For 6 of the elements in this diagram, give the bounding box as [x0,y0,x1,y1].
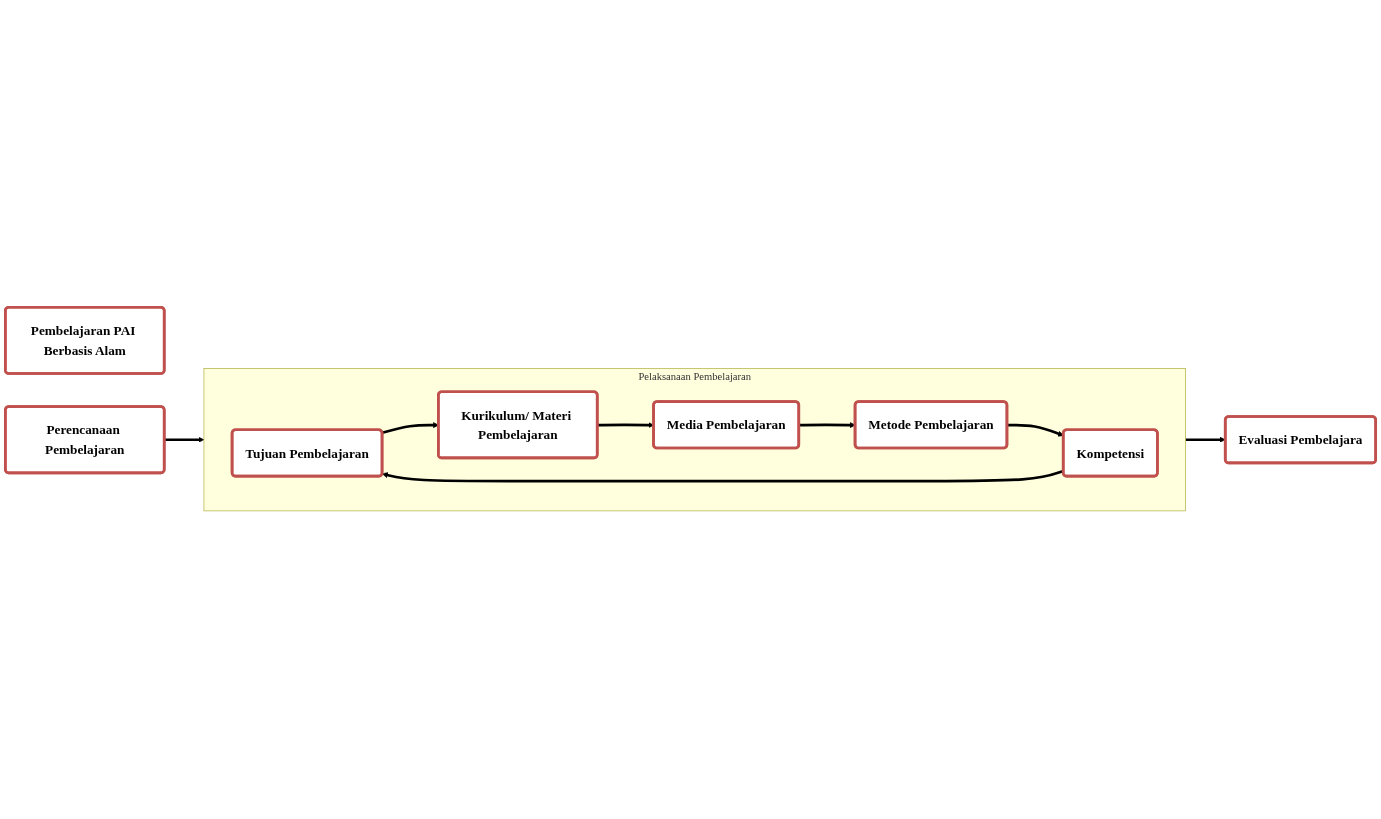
arrow [381,422,439,435]
arrow [1185,437,1226,444]
arrow [1007,424,1064,437]
arrow [799,422,856,429]
arrow [164,437,205,444]
arrow [382,470,1064,483]
